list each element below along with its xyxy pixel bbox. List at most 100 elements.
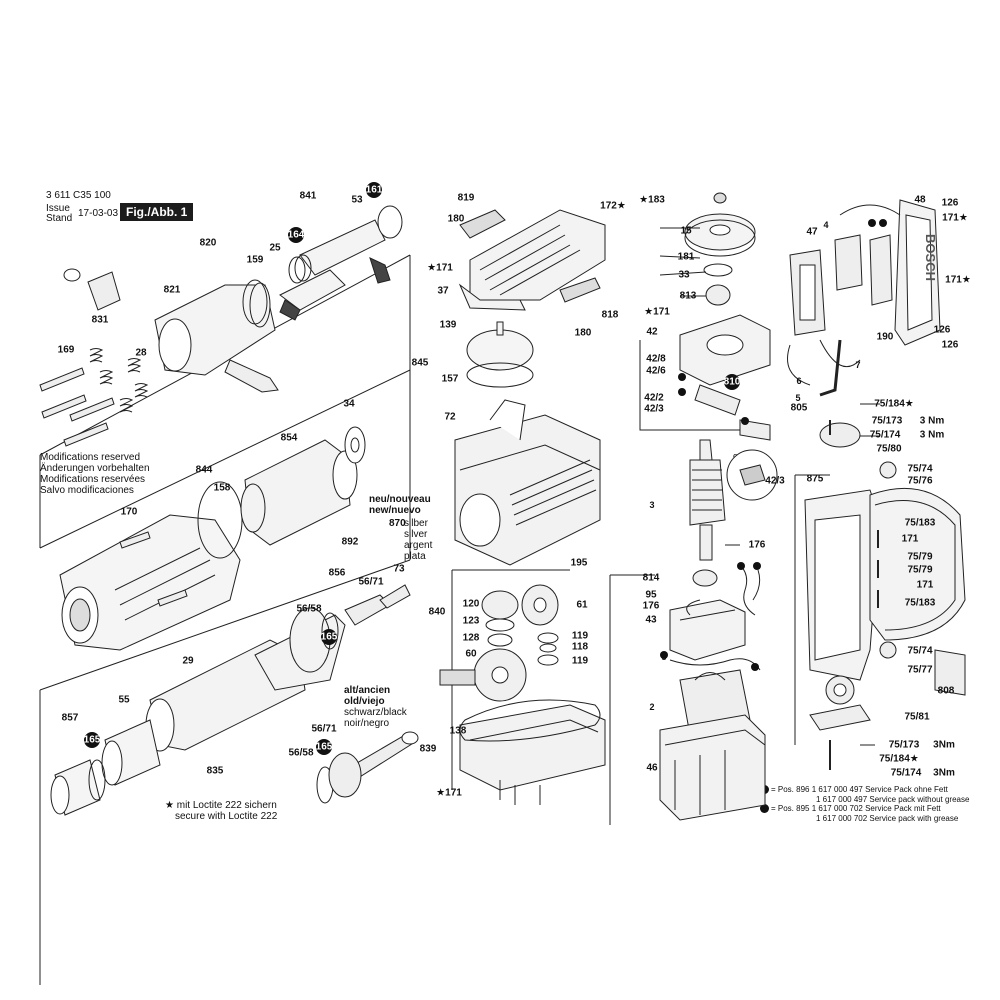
diaphragm-845-shape bbox=[466, 321, 534, 388]
handle-shell-shape bbox=[894, 199, 941, 346]
guide-55-shape bbox=[101, 719, 161, 786]
sp-line-4: 1 617 000 702 Service pack with grease bbox=[816, 813, 959, 823]
marker-c bbox=[737, 562, 745, 570]
frame-carbons bbox=[639, 340, 770, 431]
o-ring-158-shape bbox=[197, 481, 243, 559]
loctite-note: ★ mit Loctite 222 sichern secure with Lo… bbox=[165, 800, 277, 822]
new-color-2: silver bbox=[404, 529, 428, 540]
service-pack-dot-icon bbox=[760, 804, 769, 814]
marker-c-right bbox=[868, 219, 876, 227]
cord-6-shape bbox=[819, 339, 842, 397]
washer-33-shape bbox=[703, 263, 733, 277]
old-text-1: alt/ancien bbox=[344, 685, 391, 696]
marker-b bbox=[678, 388, 686, 396]
modifications-note: Modifications reserved Änderungen vorbeh… bbox=[40, 452, 150, 496]
pin-shape bbox=[279, 299, 301, 321]
new-color-3: argent bbox=[404, 540, 433, 551]
top-cover-shape bbox=[458, 209, 606, 311]
mod-line-fr: Modifications reservées bbox=[40, 474, 146, 485]
bearing-814-shape bbox=[692, 569, 718, 587]
wires-shape bbox=[669, 564, 761, 671]
marker-810 bbox=[724, 374, 740, 390]
connector-lines bbox=[468, 227, 880, 746]
rear-handle-875-shape bbox=[804, 487, 966, 681]
marker-a bbox=[678, 373, 686, 381]
plug-shape bbox=[87, 271, 121, 311]
old-text-3: schwarz/black bbox=[344, 707, 407, 718]
gearbox-839-shape bbox=[459, 704, 606, 805]
o-ring-165b-shape bbox=[321, 612, 339, 650]
o-ring-165-shape bbox=[88, 759, 106, 801]
new-color-4: plata bbox=[404, 551, 426, 562]
black-markers bbox=[84, 182, 887, 755]
stand-label: Stand bbox=[46, 213, 73, 224]
suppressor-shape bbox=[834, 234, 893, 306]
sp-line-2: 1 617 000 497 Service pack without greas… bbox=[816, 794, 970, 804]
vibration-damper-shape bbox=[809, 422, 966, 731]
new-text-2: new/nuevo bbox=[369, 505, 421, 516]
piston-829-shape bbox=[145, 607, 346, 752]
springs-831-shape bbox=[89, 348, 149, 413]
lever-shape bbox=[224, 359, 279, 393]
field-frame-43-shape bbox=[669, 599, 746, 661]
o-ring-164-shape bbox=[288, 256, 306, 284]
loctite-line-2: secure with Loctite 222 bbox=[175, 811, 278, 822]
o-ring-top-left-shape bbox=[63, 268, 81, 282]
armature-3-shape bbox=[689, 439, 726, 561]
new-code: 870 bbox=[389, 518, 406, 529]
cable-shape bbox=[787, 204, 901, 386]
frame-right bbox=[794, 474, 830, 745]
fan-15-shape bbox=[684, 213, 756, 257]
bearings-119-shape bbox=[537, 632, 559, 666]
old-text-4: noir/negro bbox=[344, 718, 390, 729]
marker-161 bbox=[366, 182, 382, 198]
motor-housing-46-shape bbox=[659, 714, 766, 821]
new-text-1: neu/nouveau bbox=[369, 494, 431, 505]
mod-line-es: Salvo modificaciones bbox=[40, 485, 134, 496]
new-note: neu/nouveau new/nuevo bbox=[369, 494, 431, 516]
marker-d bbox=[753, 562, 761, 570]
marker-165b bbox=[84, 732, 100, 748]
mod-line-de: Änderungen vorbehalten bbox=[40, 463, 150, 474]
key-shape bbox=[369, 257, 391, 284]
small-screws-shape bbox=[829, 420, 879, 770]
marker-h bbox=[751, 663, 759, 671]
gears-shape bbox=[439, 584, 559, 702]
loctite-line-1: ★ mit Loctite 222 sichern bbox=[165, 800, 277, 811]
brand-logo: BOSCH bbox=[922, 234, 938, 281]
sp-line-3: = Pos. 895 1 617 000 702 Service Pack mi… bbox=[760, 804, 969, 814]
marker-b-right bbox=[879, 219, 887, 227]
striker-857-shape bbox=[50, 759, 101, 816]
connecting-rod-old-shape bbox=[328, 731, 419, 798]
marker-g bbox=[660, 651, 668, 659]
clutch-854-shape bbox=[240, 439, 358, 546]
front-housing-shape bbox=[59, 514, 241, 651]
screw-170-shape bbox=[119, 531, 188, 607]
old-note: alt/ancien old/viejo schwarz/black noir/… bbox=[344, 685, 407, 729]
old-text-2: old/viejo bbox=[344, 696, 385, 707]
figure-label: Fig./Abb. 1 bbox=[120, 203, 194, 221]
mod-line-de-en: Modifications reserved bbox=[40, 452, 141, 463]
issue-date: 17-03-03 bbox=[78, 208, 119, 219]
marker-h-top bbox=[741, 417, 749, 425]
screws-169-shape bbox=[39, 367, 115, 447]
new-colors: silber silver argent plata bbox=[404, 518, 432, 562]
gear-housing-shape bbox=[454, 399, 601, 566]
marker-164 bbox=[288, 227, 304, 243]
seal-138-shape bbox=[459, 699, 601, 742]
switch-47-shape bbox=[789, 249, 826, 336]
bearing-813-shape bbox=[705, 284, 731, 306]
issue-label: Issue bbox=[46, 203, 70, 214]
bearing-plate-42-shape bbox=[679, 314, 771, 386]
o-ring-159-shape bbox=[242, 279, 268, 325]
marker-165c bbox=[316, 739, 332, 755]
new-color-1: silber bbox=[404, 518, 428, 529]
nut-183-shape bbox=[713, 192, 727, 204]
barrel-assembly-shape bbox=[154, 205, 403, 376]
washer-34-shape bbox=[344, 426, 366, 464]
marker-165a bbox=[321, 629, 337, 645]
plate-819-shape bbox=[459, 209, 506, 239]
group-frame-lines bbox=[39, 255, 411, 560]
